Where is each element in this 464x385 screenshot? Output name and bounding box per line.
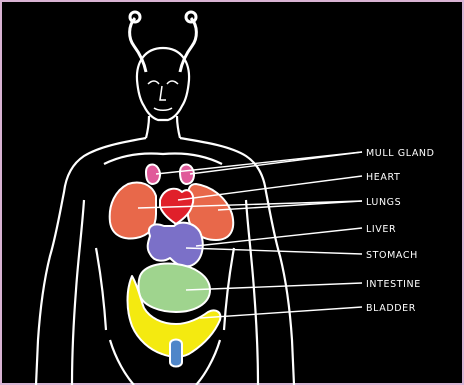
head-outline (137, 48, 189, 120)
label-lungs: LUNGS (366, 197, 401, 208)
intestine (139, 264, 211, 313)
label-mull-gland: MULL GLAND (366, 148, 435, 159)
face (148, 81, 178, 110)
labels: MULL GLAND HEART LUNGS LIVER STOMACH INT… (366, 148, 435, 314)
label-intestine: INTESTINE (366, 279, 421, 290)
label-bladder: BLADDER (366, 303, 416, 314)
label-heart: HEART (366, 172, 400, 183)
lower-organ (170, 340, 182, 367)
label-stomach: STOMACH (366, 250, 418, 261)
label-liver: LIVER (366, 224, 396, 235)
liver (148, 223, 203, 267)
